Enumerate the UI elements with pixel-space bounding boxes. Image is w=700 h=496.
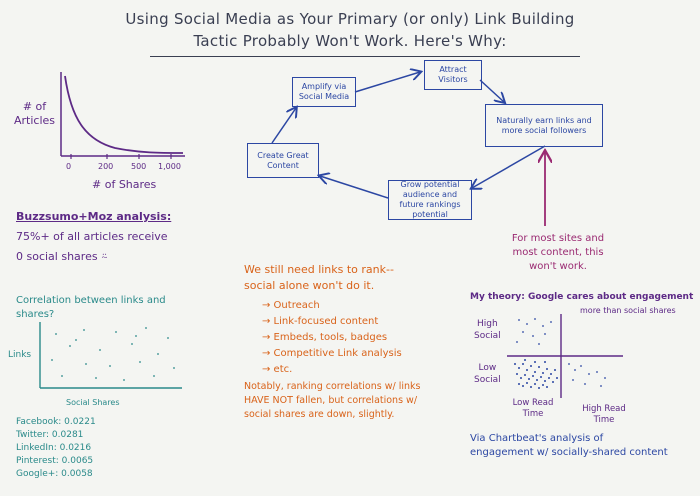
cycle-box-grow: Grow potential audience and future ranki… <box>388 180 472 220</box>
arrow-earn-to-grow <box>472 145 546 188</box>
chart1-tick-1000: 1,000 <box>158 162 181 171</box>
correlation-xlabel: Social Shares <box>66 398 120 407</box>
theory-high-read: High Read Time <box>574 404 634 426</box>
cycle-box-earn: Naturally earn links and more social fol… <box>485 104 603 147</box>
links-note: Notably, ranking correlations w/ links H… <box>244 380 420 422</box>
theory-low-social-line-1: Low <box>478 363 497 373</box>
links-item-outreach: → Outreach <box>262 300 320 311</box>
correlation-ylabel: Links <box>8 350 32 360</box>
links-heading-line-2: social alone won't do it. <box>244 279 375 292</box>
chart1-tick-200: 200 <box>98 162 114 171</box>
cycle-note-line-3: won't work. <box>529 261 587 272</box>
cycle-box-create: Create Great Content <box>247 143 319 178</box>
cycle-note-line-1: For most sites and <box>511 233 605 244</box>
theory-high-read-line-1: High Read <box>582 404 626 414</box>
chart1-ylabel: # of Articles <box>14 100 55 128</box>
cycle-note: For most sites and most content, this wo… <box>503 232 613 274</box>
theory-low-read: Low Read Time <box>508 398 558 420</box>
chart1-xlabel: # of Shares <box>92 178 157 191</box>
theory-low-social: Low Social <box>474 362 501 386</box>
correlation-linkedin: LinkedIn: 0.0216 <box>16 443 92 453</box>
theory-low-read-line-1: Low Read <box>512 398 554 408</box>
theory-high-social-line-1: High <box>477 319 498 329</box>
theory-low-read-line-2: Time <box>522 409 544 419</box>
links-tactics-list: → Outreach → Link-focused content → Embe… <box>262 298 402 378</box>
links-note-line-2: HAVE NOT fallen, but correlations w/ <box>244 395 418 406</box>
title-underline <box>150 56 580 57</box>
links-item-embeds: → Embeds, tools, badges <box>262 332 388 343</box>
chart1-ylabel-line-1: # of <box>22 100 47 113</box>
theory-heading-line-2: more than social shares <box>580 306 676 315</box>
articles-shares-chart <box>60 72 185 159</box>
theory-footer-line-1: Via Chartbeat's analysis of <box>470 433 604 444</box>
correlation-title-line-2: shares? <box>16 309 55 320</box>
links-item-competitive: → Competitive Link analysis <box>262 348 402 359</box>
links-item-link-focused: → Link-focused content <box>262 316 379 327</box>
cycle-box-attract: Attract Visitors <box>424 60 482 90</box>
arrow-amplify-to-attract <box>354 72 420 93</box>
engagement-quadrant <box>507 314 623 398</box>
cycle-note-line-2: most content, this <box>512 247 604 258</box>
correlation-facebook: Facebook: 0.0221 <box>16 417 96 427</box>
links-heading: We still need links to rank-- social alo… <box>244 262 394 294</box>
links-heading-line-1: We still need links to rank-- <box>244 263 394 276</box>
arrow-attract-to-earn <box>479 79 504 102</box>
title-line-2: Tactic Probably Won't Work. Here's Why: <box>193 32 507 50</box>
buzzsumo-line-1: 75%+ of all articles receive <box>16 230 168 243</box>
correlation-scatter <box>39 322 182 389</box>
buzzsumo-heading: Buzzsumo+Moz analysis: <box>16 210 172 223</box>
links-item-etc: → etc. <box>262 364 293 375</box>
title-line-1: Using Social Media as Your Primary (or o… <box>125 10 575 28</box>
correlation-pinterest: Pinterest: 0.0065 <box>16 456 94 466</box>
theory-high-social-line-2: Social <box>474 331 501 341</box>
correlation-title: Correlation between links and shares? <box>16 294 166 322</box>
correlation-title-line-1: Correlation between links and <box>16 295 166 306</box>
arrow-create-to-amplify <box>271 108 296 144</box>
chart1-ylabel-line-2: Articles <box>14 114 56 127</box>
chart1-tick-0: 0 <box>66 162 72 171</box>
links-note-line-1: Notably, ranking correlations w/ links <box>244 381 421 392</box>
correlation-googleplus: Google+: 0.0058 <box>16 469 93 479</box>
links-note-line-3: social shares are down, slightly. <box>244 409 395 420</box>
theory-high-social: High Social <box>474 318 501 342</box>
theory-heading-line-1: My theory: Google cares about engagement <box>470 292 694 302</box>
theory-low-social-line-2: Social <box>474 375 501 385</box>
cycle-box-amplify: Amplify via Social Media <box>292 77 356 107</box>
chart1-decay-curve <box>64 75 184 154</box>
theory-footer-line-2: engagement w/ socially-shared content <box>470 447 668 458</box>
buzzsumo-line-2: 0 social shares ⍨ <box>16 250 108 263</box>
chart1-tick-500: 500 <box>131 162 147 171</box>
theory-high-read-line-2: Time <box>593 415 615 425</box>
theory-footer: Via Chartbeat's analysis of engagement w… <box>470 432 668 460</box>
correlation-twitter: Twitter: 0.0281 <box>16 430 84 440</box>
correlation-values: Facebook: 0.0221 Twitter: 0.0281 LinkedI… <box>16 416 96 481</box>
arrow-grow-to-create <box>320 176 389 199</box>
